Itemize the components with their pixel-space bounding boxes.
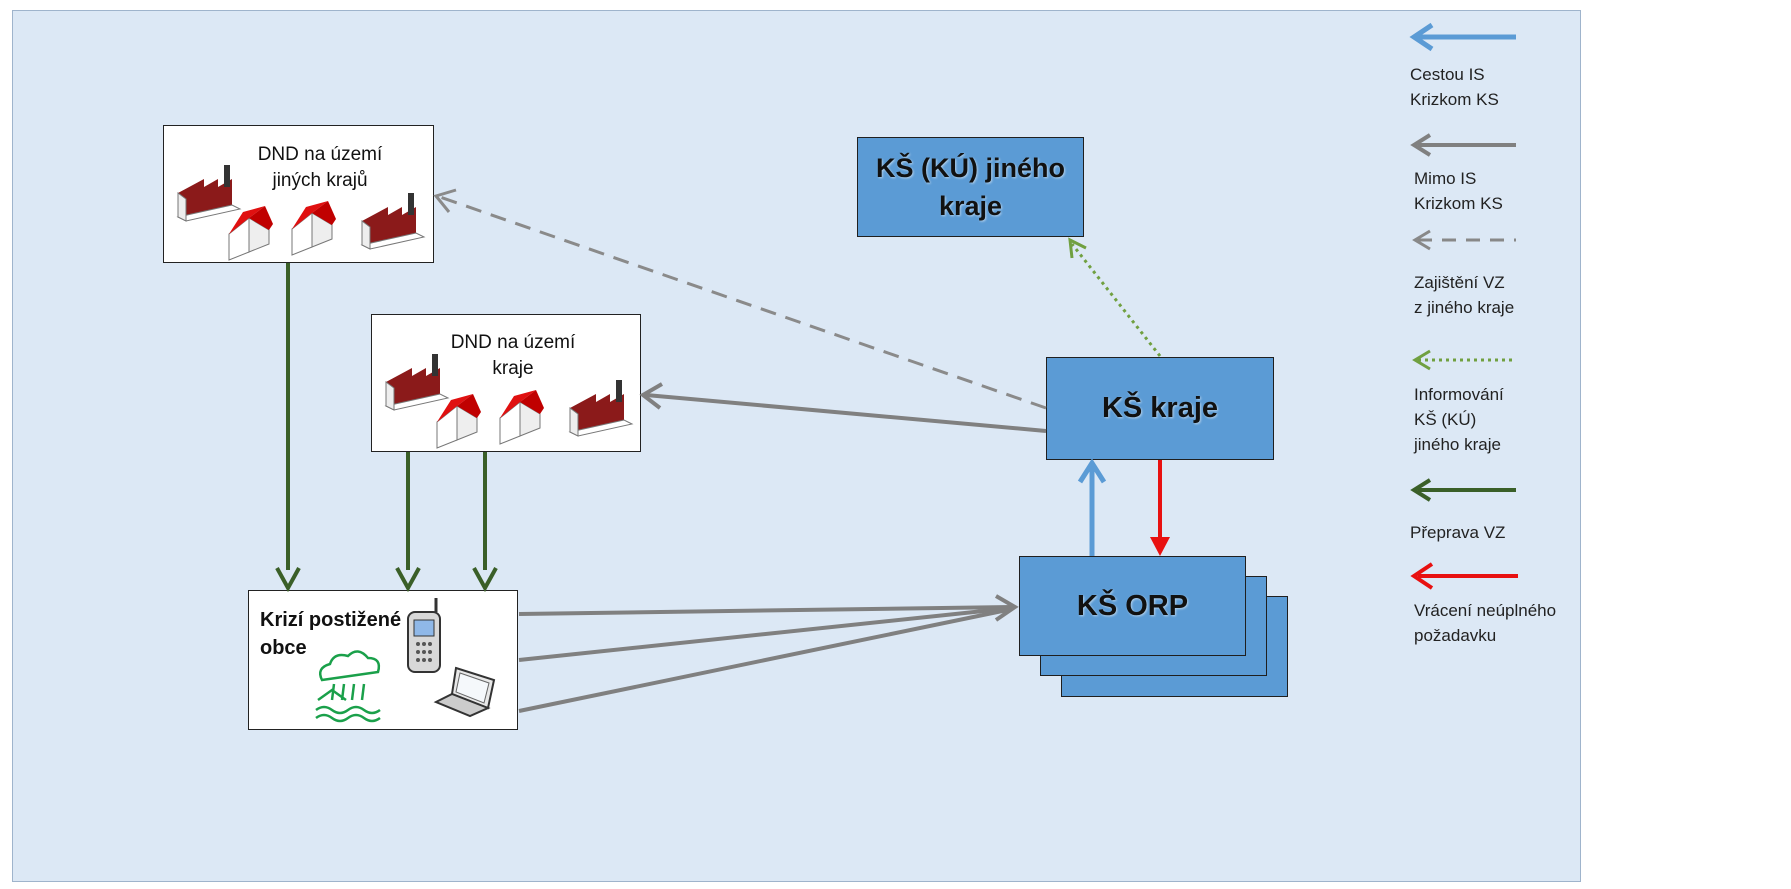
dnd-other-regions-label: DND na území jiných krajů <box>257 144 383 191</box>
laptop-icon <box>433 666 496 718</box>
transport-arrow <box>395 452 421 593</box>
legend-label-supply-other-region: Zajištění VZ z jiného kraje <box>1414 273 1515 317</box>
legend-blue-arrow <box>1409 22 1516 52</box>
mobile-phone-icon <box>407 598 441 673</box>
factory-icon <box>361 192 425 250</box>
crisis-system-arrow <box>1077 458 1107 556</box>
house-icon <box>291 200 337 256</box>
house-icon <box>499 389 545 445</box>
ks-orp-label: KŠ ORP <box>1076 589 1189 622</box>
off-system-arrow <box>639 382 1047 433</box>
legend-label-off-system: Mimo IS Krizkom KS <box>1414 169 1503 213</box>
house-icon <box>436 393 482 449</box>
ks-other-region-box: KŠ (KÚ) jiného kraje <box>857 137 1084 237</box>
legend-dashed-arrow <box>1412 229 1516 251</box>
ks-other-region-label: KŠ (KÚ) jiného kraje <box>876 153 1065 221</box>
legend-label-return-request: Vrácení neúplného požadavku <box>1414 601 1557 645</box>
affected-municipalities-label: Krizí postižené obce <box>260 609 402 659</box>
house-icon <box>228 205 274 261</box>
off-system-arrow <box>518 594 1019 713</box>
ks-orp-box: KŠ ORP <box>1019 556 1246 656</box>
ks-region-label: KŠ kraje <box>1101 392 1219 424</box>
ks-region-box: KŠ kraje <box>1046 357 1274 460</box>
legend-red-arrow <box>1410 562 1518 590</box>
legend-green-arrow <box>1410 478 1516 502</box>
dnd-region-label: DND na území kraje <box>450 332 576 379</box>
dashed-supply-arrow <box>433 188 1047 410</box>
legend-label-inform-other-region: Informování KŠ (KÚ) jiného kraje <box>1414 385 1504 454</box>
legend-gray-arrow <box>1410 133 1516 157</box>
flood-icon <box>315 650 381 723</box>
transport-arrow <box>275 263 301 593</box>
dotted-inform-arrow <box>1068 237 1162 357</box>
factory-icon <box>569 379 633 437</box>
legend-label-crisis-system: Cestou IS Krizkom KS <box>1410 65 1499 109</box>
transport-arrow <box>472 452 498 593</box>
legend-dotted-arrow <box>1412 349 1516 371</box>
return-request-arrowhead <box>1150 537 1170 556</box>
legend-label-transport: Přeprava VZ <box>1410 523 1506 542</box>
